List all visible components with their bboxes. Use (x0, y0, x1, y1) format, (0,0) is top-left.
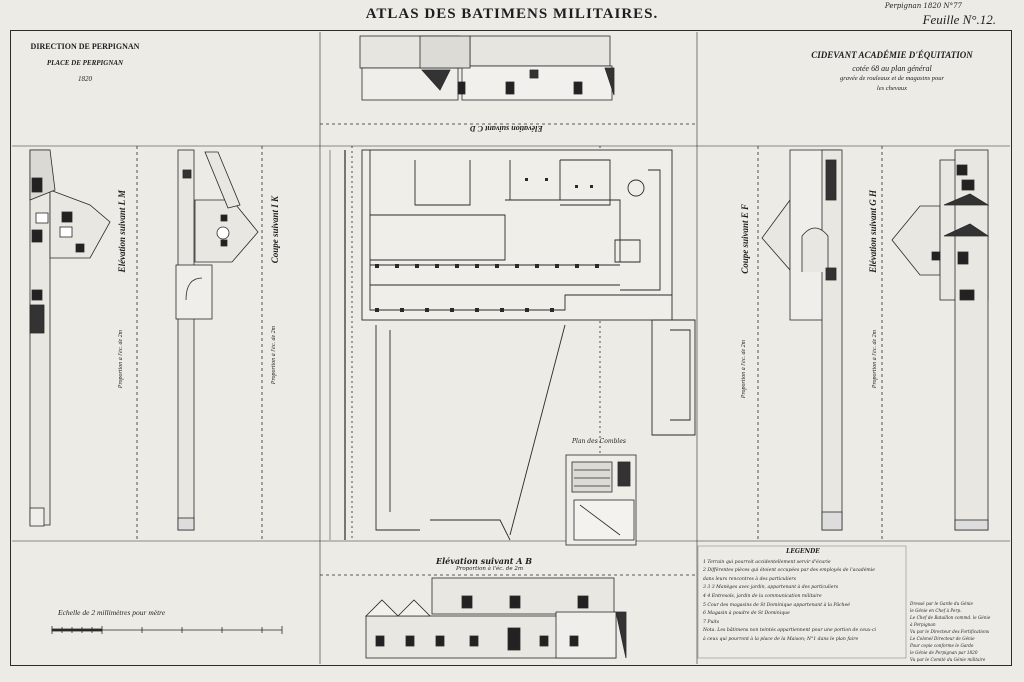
note-line: Le Chef de Bataillon commd. le Génie (910, 615, 991, 620)
elevation-lm-drawing (29, 149, 111, 527)
label-crypt-plan: Plan des Combles (572, 438, 626, 445)
section-ef-drawing (761, 149, 843, 531)
right-header: CIDEVANT ACADÉMIE D'ÉQUITATION cotée 68 … (782, 50, 1002, 93)
legend: LEGENDE 1 Terrain qui pourroit accidente… (703, 548, 903, 645)
legend-item: 7 Puits (703, 619, 720, 625)
place-label: PLACE DE PERPIGNAN (46, 59, 124, 67)
note-line: Vu par le Directeur des Fortifications (910, 629, 990, 634)
note-line: Le Colonel Directeur de Génie (910, 636, 975, 641)
label-section-ik: Coupe suivant I K (270, 196, 280, 264)
sheet-number: Feuille N°.12. (922, 12, 996, 27)
scale-bar (51, 626, 283, 634)
elevation-ab-drawing (365, 577, 627, 659)
legend-item: dans leurs rencontres à des particuliers (703, 576, 796, 582)
plan-pillars (375, 178, 599, 312)
plan-reference: cotée 68 au plan général (852, 64, 932, 73)
legend-item: à ceux qui pourront à la place de la Mai… (703, 636, 859, 642)
atlas-title: ATLAS DES BATIMENS MILITAIRES. (365, 6, 659, 22)
legend-box (697, 545, 907, 659)
label-section-ef: Coupe suivant E F (740, 204, 750, 274)
scale-label-lm: Proportion à l'éc. de 2m (118, 330, 124, 389)
main-plan-drawing (329, 149, 696, 541)
label-elevation-gh: Elévation suivant G H (868, 190, 878, 273)
direction-label: DIRECTION DE PERPIGNAN (30, 42, 140, 51)
legend-item: 5 Cour des magasins de St Dominique appa… (703, 602, 851, 608)
use-note-2: les chevaux (876, 85, 908, 92)
legend-item: 4 4 Entresols, jardin de la communicatio… (703, 593, 822, 599)
legend-item: 2 Différentes pièces qui étoient occupée… (703, 568, 875, 574)
use-note-1: gravée de rouleaux et de magasins pour (839, 75, 945, 82)
note-line: Dressé par le Garde du Génie (910, 601, 973, 606)
legend-item: 1 Terrain qui pourroit accidentellement … (703, 559, 831, 565)
scale-label-ab: Proportion à l'éc. de 2m (456, 566, 524, 572)
scale-label-ef: Proportion à l'éc. de 2m (741, 340, 747, 399)
note-line: à Perpignan (910, 622, 936, 627)
year-label: 1820 (78, 75, 92, 83)
plate-frame (10, 30, 1012, 666)
elevation-gh-drawing (891, 149, 990, 531)
label-elevation-lm: Elévation suivant L M (117, 190, 127, 273)
legend-title: LEGENDE (786, 548, 820, 555)
scale-label-gh: Proportion à l'éc. de 2m (872, 330, 878, 389)
section-ik-drawing (175, 149, 259, 531)
legend-item: Nota. Les bâtimens non teintés appartien… (703, 628, 877, 634)
sheet-code: Perpignan 1820 N°77 (884, 2, 962, 10)
crypt-plan-drawing (565, 454, 637, 546)
scale-label-ik: Proportion à l'éc. de 2m (271, 326, 277, 385)
note-line: le Génie de Perpignan par 1820 (910, 650, 978, 655)
note-line: Vu par le Comité du Génie militaire (910, 657, 986, 662)
left-header: DIRECTION DE PERPIGNAN PLACE DE PERPIGNA… (30, 42, 140, 83)
legend-item: 3 3 3 Manèges avec jardin, appartenant à… (703, 585, 839, 591)
note-line: Pour copie conforme le Garde (910, 643, 974, 648)
scale-note: Echelle de 2 millimètres pour mètre (58, 608, 166, 617)
legend-item: 6 Magasin à poudre de St Dominique (703, 611, 790, 617)
note-line: le Génie en Chef à Perp. (910, 608, 962, 613)
label-elevation-cd: Elévation suivant C D (470, 124, 543, 133)
building-name: CIDEVANT ACADÉMIE D'ÉQUITATION (811, 50, 973, 60)
certification-notes: Dressé par le Garde du Génie le Génie en… (910, 600, 1002, 663)
label-elevation-ab: Elévation suivant A B (436, 556, 532, 566)
elevation-cd-drawing (359, 35, 615, 101)
